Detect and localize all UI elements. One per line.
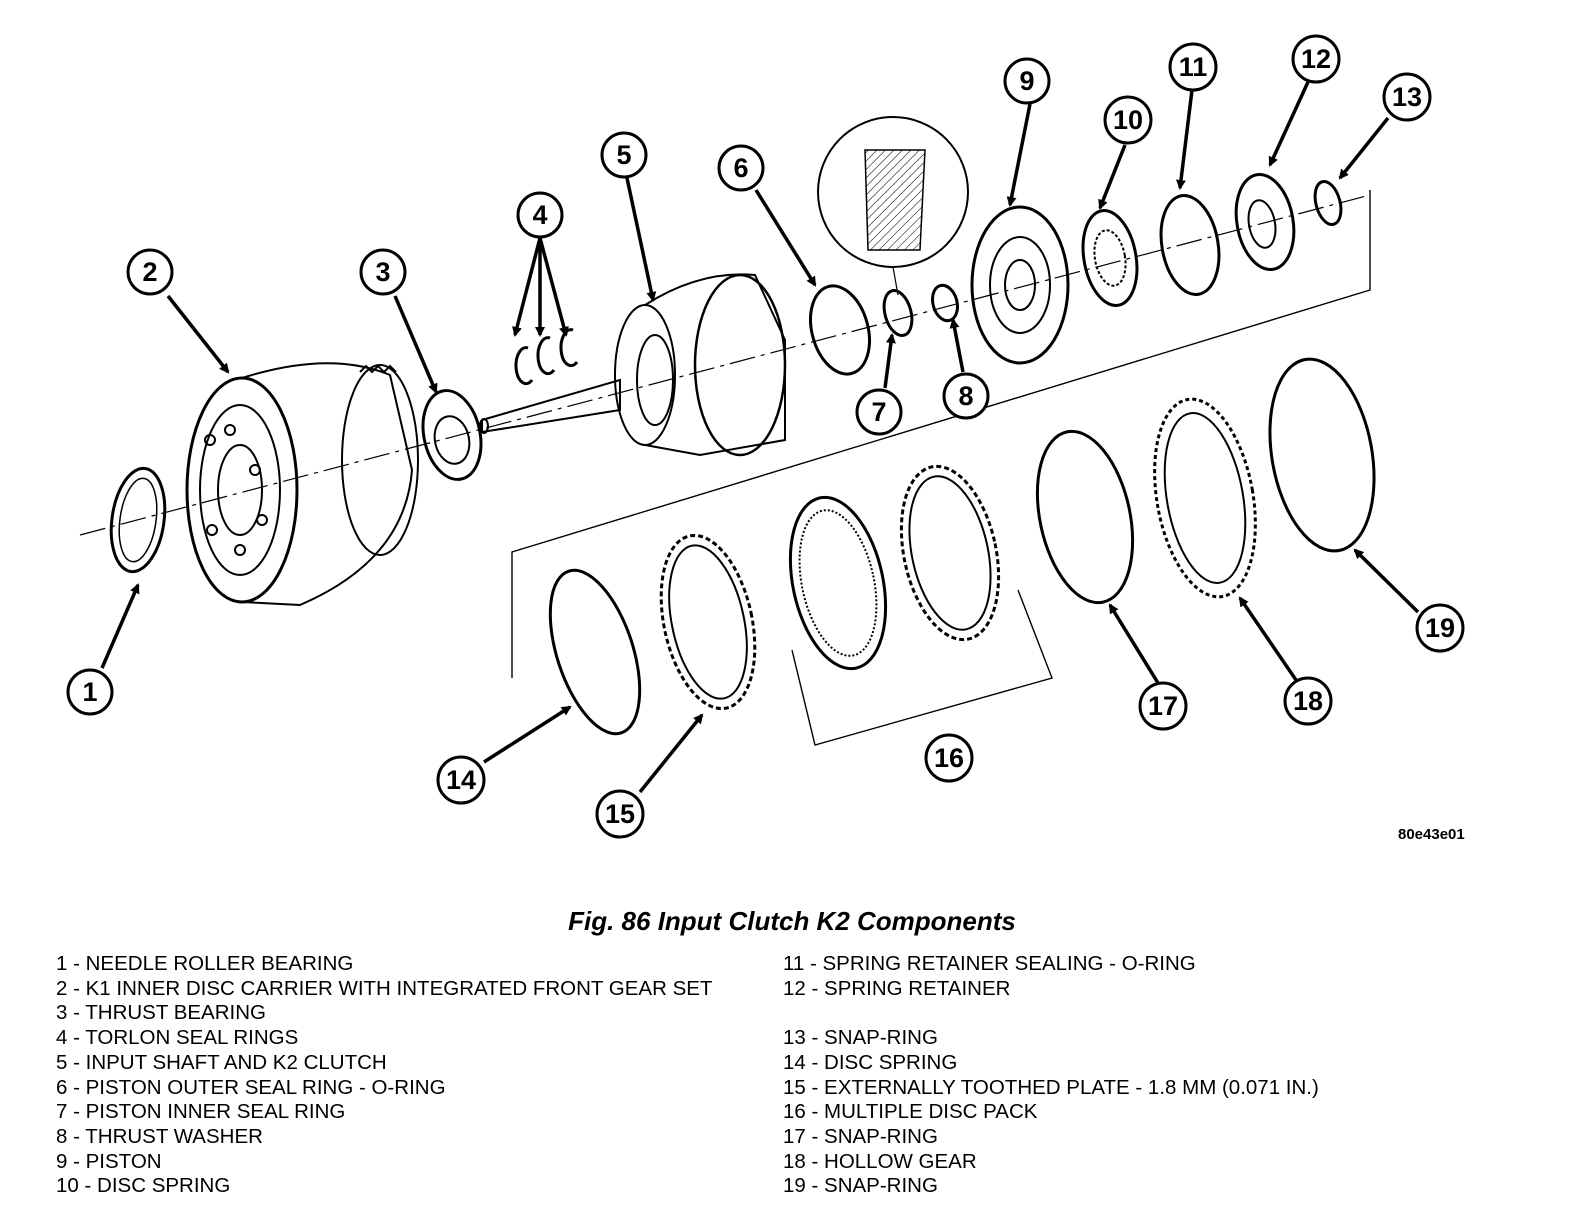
multiple-disc-pack-part (788, 464, 1001, 671)
legend-item: 4 - TORLON SEAL RINGS (56, 1026, 299, 1050)
svg-text:18: 18 (1293, 686, 1323, 716)
legend-item: 11 - SPRING RETAINER SEALING - O-RING (783, 952, 1196, 975)
spring-retainer-part (1234, 172, 1296, 272)
callout-15: 15 (595, 789, 645, 839)
figure-caption: Fig. 86 Input Clutch K2 Components (568, 906, 1016, 936)
callout-3: 3 (359, 248, 407, 296)
callout-16: 16 (924, 733, 974, 783)
legend-item: 1 - NEEDLE ROLLER BEARING (56, 952, 354, 975)
legend-left-column: 1 - NEEDLE ROLLER BEARING 2 - K1 INNER D… (56, 952, 736, 1199)
svg-text:15: 15 (605, 799, 635, 829)
svg-text:6: 6 (733, 153, 748, 183)
disc-spring-14-part (548, 568, 642, 736)
svg-text:12: 12 (1301, 44, 1331, 74)
callout-6: 6 (717, 144, 765, 192)
legend-right-column: 11 - SPRING RETAINER SEALING - O-RING 12… (783, 952, 1483, 1199)
image-code: 80e43e01 (1398, 826, 1465, 843)
thrust-bearing-part (421, 389, 483, 481)
legend-item: 16 - MULTIPLE DISC PACK (783, 1100, 1038, 1124)
piston-part (970, 205, 1070, 365)
callout-5: 5 (600, 131, 648, 179)
exploded-parts-diagram: 1 2 3 4 5 6 7 8 9 10 11 12 13 14 15 16 1… (66, 34, 1465, 839)
svg-text:9: 9 (1019, 66, 1034, 96)
callout-4: 4 (516, 191, 564, 239)
seal-detail-magnifier (817, 116, 969, 296)
needle-roller-bearing-part (109, 466, 167, 574)
legend-item: 2 - K1 INNER DISC CARRIER WITH INTEGRATE… (56, 976, 713, 1000)
legend-item: 17 - SNAP-RING (783, 1124, 938, 1148)
callout-1: 1 (66, 668, 114, 716)
legend-item: 10 - DISC SPRING (56, 1174, 231, 1198)
thrust-washer-part (931, 283, 959, 323)
callout-7: 7 (855, 388, 903, 436)
svg-text:1: 1 (82, 677, 97, 707)
callout-12: 12 (1291, 34, 1341, 84)
snap-ring-17-part (1035, 429, 1135, 605)
callout-14: 14 (436, 755, 486, 805)
svg-text:10: 10 (1113, 105, 1143, 135)
piston-outer-seal-ring-part (809, 284, 871, 376)
input-shaft-part (479, 273, 787, 457)
inner-disc-carrier-part (185, 362, 419, 607)
legend-item: 5 - INPUT SHAFT AND K2 CLUTCH (56, 1050, 387, 1074)
svg-text:11: 11 (1179, 52, 1208, 82)
svg-text:3: 3 (375, 257, 390, 287)
svg-text:5: 5 (616, 140, 631, 170)
callout-19: 19 (1415, 603, 1465, 653)
legend-item: 6 - PISTON OUTER SEAL RING - O-RING (56, 1075, 446, 1099)
callout-13: 13 (1382, 72, 1432, 122)
callout-18: 18 (1283, 676, 1333, 726)
svg-text:8: 8 (958, 381, 973, 411)
legend-item: 7 - PISTON INNER SEAL RING (56, 1100, 346, 1124)
disc-spring-part (1081, 209, 1139, 307)
svg-text:13: 13 (1392, 82, 1422, 112)
legend-item: 14 - DISC SPRING (783, 1050, 958, 1074)
legend-item: 15 - EXTERNALLY TOOTHED PLATE - 1.8 MM (… (783, 1075, 1319, 1099)
torlon-seal-rings-part (514, 328, 579, 386)
legend-item: 13 - SNAP-RING (783, 1026, 938, 1050)
svg-text:7: 7 (871, 397, 886, 427)
snap-ring-13-part (1313, 180, 1343, 226)
svg-text:16: 16 (934, 743, 964, 773)
svg-text:4: 4 (532, 200, 547, 230)
callout-8: 8 (942, 372, 990, 420)
legend-item: 8 - THRUST WASHER (56, 1124, 263, 1148)
svg-text:17: 17 (1148, 691, 1178, 721)
piston-inner-seal-ring-part (882, 289, 914, 337)
callout-11: 11 (1168, 42, 1218, 92)
legend-item: 18 - HOLLOW GEAR (783, 1149, 977, 1173)
callout-2: 2 (126, 248, 174, 296)
toothed-plate-part (659, 533, 757, 711)
svg-text:2: 2 (142, 257, 157, 287)
snap-ring-19-part (1268, 357, 1376, 553)
svg-text:19: 19 (1425, 613, 1455, 643)
callout-17: 17 (1138, 681, 1188, 731)
legend-spacer (783, 1001, 1483, 1026)
legend-item: 12 - SPRING RETAINER (783, 976, 1011, 1000)
hollow-gear-part (1153, 397, 1257, 599)
leader-arrows (100, 81, 1420, 794)
callout-10: 10 (1103, 95, 1153, 145)
legend-item: 19 - SNAP-RING (783, 1174, 938, 1198)
legend-item: 3 - THRUST BEARING (56, 1001, 266, 1025)
callout-9: 9 (1003, 57, 1051, 105)
svg-text:14: 14 (446, 765, 476, 795)
spring-retainer-o-ring-part (1159, 194, 1221, 296)
legend-item: 9 - PISTON (56, 1149, 162, 1173)
callouts: 1 2 3 4 5 6 7 8 9 10 11 12 13 14 15 16 1… (66, 34, 1465, 839)
